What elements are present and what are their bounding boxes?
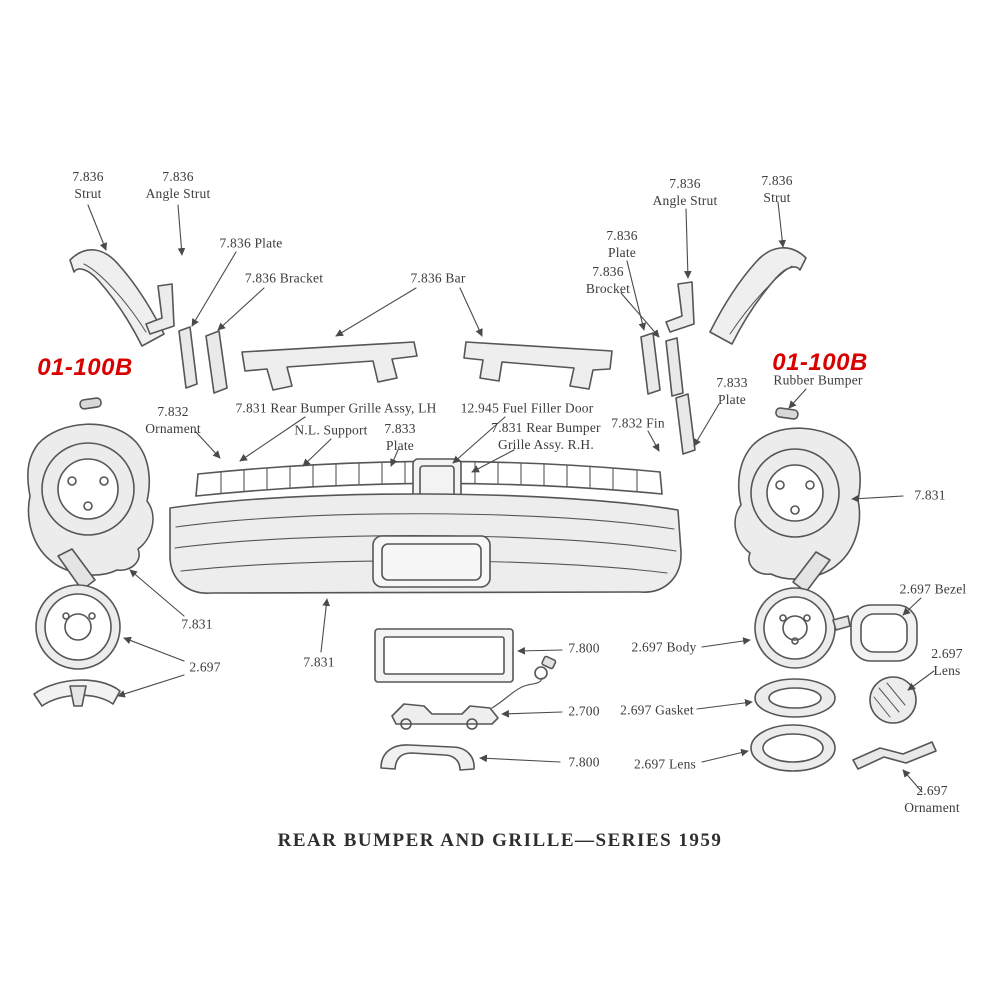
label-body-2697: 2.697 Body xyxy=(631,639,697,655)
lens-bottom-drawing xyxy=(750,724,836,772)
license-support-drawing xyxy=(380,744,475,771)
label-jack-2700: 2.700 xyxy=(568,703,600,719)
left-bar-bracket-drawing xyxy=(241,341,418,391)
gasket-drawing xyxy=(754,678,836,718)
label-lens-bottom-2697: 2.697 Lens xyxy=(634,756,696,772)
right-angle-strut-drawing xyxy=(665,281,695,333)
label-angle-strut-right: 7.836 Angle Strut xyxy=(652,176,718,208)
label-bumper-right-7831: 7.831 xyxy=(914,487,946,503)
label-grille-lh: 7.831 Rear Bumper Grille Assy, LH xyxy=(235,400,437,416)
label-plate-left: 7.836 Plate xyxy=(219,235,283,251)
rear-ornament-drawing xyxy=(852,741,937,770)
label-strut-left: 7.836 Strut xyxy=(72,169,104,201)
right-bar-bracket-drawing xyxy=(463,341,613,390)
right-plates-drawing xyxy=(640,332,696,455)
label-gasket-2697: 2.697 Gasket xyxy=(620,702,694,718)
rubber-bumper-right-drawing xyxy=(775,407,799,420)
label-support-7800: 7.800 xyxy=(568,754,600,770)
label-grille-rh: 7.831 Rear Bumper Grille Assy. R.H. xyxy=(491,420,601,452)
label-fuel-filler: 12.945 Fuel Filler Door xyxy=(460,400,594,416)
leader-arrows xyxy=(87,201,935,793)
label-ornament-2697: 2.697 Ornament xyxy=(904,783,960,815)
label-plate-7833-center: 7.833 Plate xyxy=(384,421,416,453)
label-body-7800: 7.800 xyxy=(568,640,600,656)
label-bumper-left-7831: 7.831 xyxy=(181,616,213,632)
rubber-bumper-left-drawing xyxy=(79,397,102,410)
label-lens-left-2697: 2.697 xyxy=(189,659,221,675)
stamp-right: 01-100B xyxy=(772,349,868,376)
label-ornament-7832: 7.832 Ornament xyxy=(145,404,201,436)
label-plate-right-top: 7.836 Plate xyxy=(606,228,638,260)
label-fin-7832: 7.832 Fin xyxy=(611,415,665,431)
license-lamp-body-drawing xyxy=(374,628,514,683)
stamp-left: 01-100B xyxy=(37,354,133,381)
right-lamp-body-drawing xyxy=(754,587,851,669)
left-bumper-end-drawing xyxy=(27,423,154,591)
label-plate-7833-right: 7.833 Plate xyxy=(716,375,748,407)
diagram-title: REAR BUMPER AND GRILLE—SERIES 1959 xyxy=(277,830,723,851)
label-nl-support: N.L. Support xyxy=(294,422,368,438)
right-bumper-end-drawing xyxy=(734,427,861,593)
label-bracket-left: 7.836 Bracket xyxy=(244,270,324,286)
label-lens-right-2697: 2.697 Lens xyxy=(931,646,963,678)
bezel-drawing xyxy=(850,604,918,662)
label-angle-strut-left: 7.836 Angle Strut xyxy=(145,169,211,201)
left-plates-drawing xyxy=(178,326,228,394)
label-strut-right: 7.836 Strut xyxy=(761,173,793,205)
lens-small-drawing xyxy=(869,676,917,724)
label-bumper-center-7831: 7.831 xyxy=(303,654,335,670)
bumper-face-drawing xyxy=(169,493,682,594)
license-wiring-drawing xyxy=(391,655,557,730)
label-bar: 7.836 Bar xyxy=(410,270,466,286)
left-lamp-body-drawing xyxy=(35,584,121,670)
right-strut-drawing xyxy=(709,247,807,345)
left-ornament-strip-drawing xyxy=(33,679,121,707)
label-rubber-bumper: Rubber Bumper xyxy=(773,372,863,388)
left-angle-strut-drawing xyxy=(145,283,175,335)
label-bracket-right: 7.836 Brocket xyxy=(585,264,631,296)
left-strut-drawing xyxy=(69,249,165,347)
label-bezel-2697: 2.697 Bezel xyxy=(899,581,967,597)
